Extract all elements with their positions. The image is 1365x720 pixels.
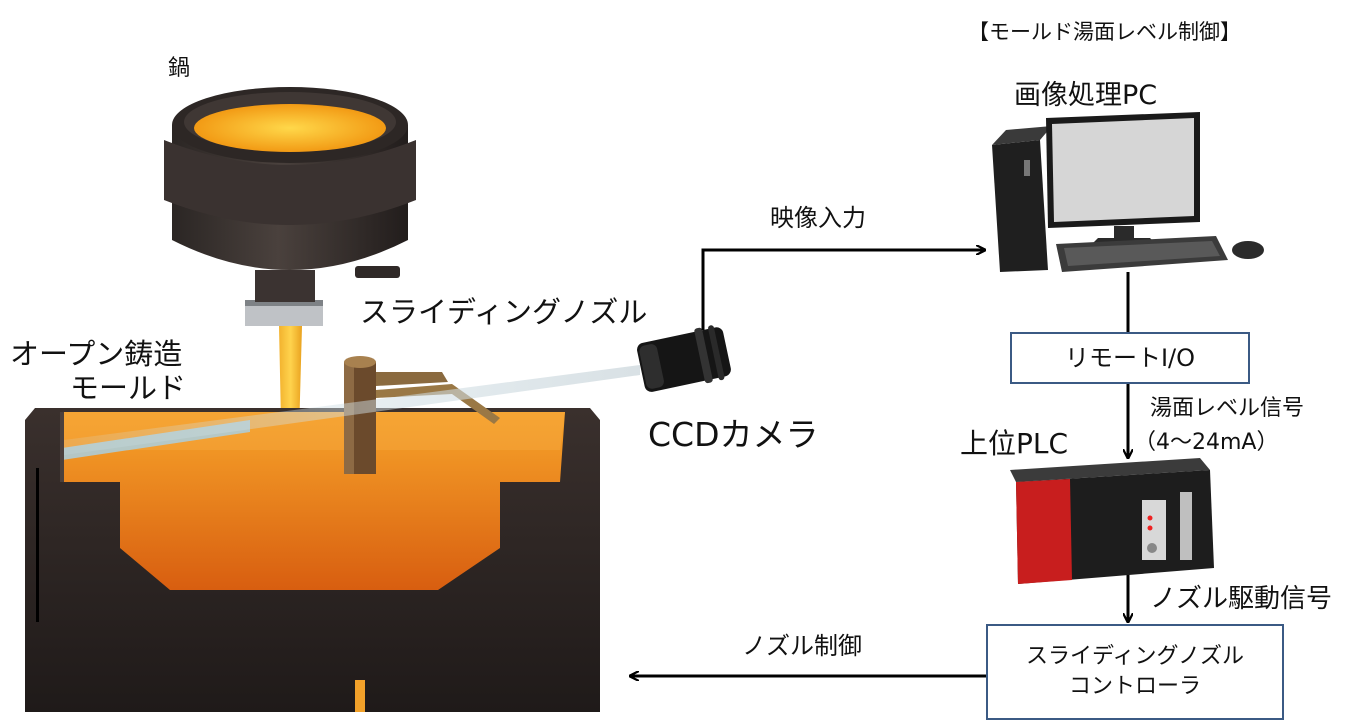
ccd-camera-label: CCDカメラ [648,415,819,454]
sliding-nozzle-label: スライディングノズル [360,295,648,329]
mouse-icon [1232,241,1264,259]
open-mold-label-line2: モールド [70,371,187,405]
plc-label: 上位PLC [960,427,1069,460]
plc-icon [1010,458,1214,584]
camera-beam [64,365,640,455]
remote-io-label: リモートI/O [1064,343,1196,372]
ladle [164,87,416,326]
nozzle-drive-signal-label: ノズル駆動信号 [1150,584,1333,614]
pc-tower-icon [992,126,1052,272]
open-mold-label-line1: オープン鋳造 [10,337,183,371]
open-casting-mold [25,408,600,712]
nozzle-control-label: ノズル制御 [742,632,862,660]
nozzle-controller-box: スライディングノズル コントローラ [986,624,1284,720]
monitor-icon [1046,112,1200,244]
video-input-arrow [701,250,985,330]
image-pc-label: 画像処理PC [1014,80,1158,111]
diagram-title: 【モールド湯面レベル制御】 [968,20,1241,44]
controller-label-line1: スライディングノズル [1025,644,1245,670]
keyboard-icon [1056,236,1228,272]
level-signal-label-line1: 湯面レベル信号 [1150,396,1305,421]
ccd-camera [637,325,731,392]
sliding-nozzle [344,356,500,474]
controller-label-line2: コントローラ [1068,674,1201,699]
video-input-label: 映像入力 [770,204,866,232]
level-signal-label-line2: （4～24mA） [1134,430,1279,455]
ladle-label: 鍋 [168,56,191,81]
remote-io-box: リモートI/O [1010,332,1250,384]
